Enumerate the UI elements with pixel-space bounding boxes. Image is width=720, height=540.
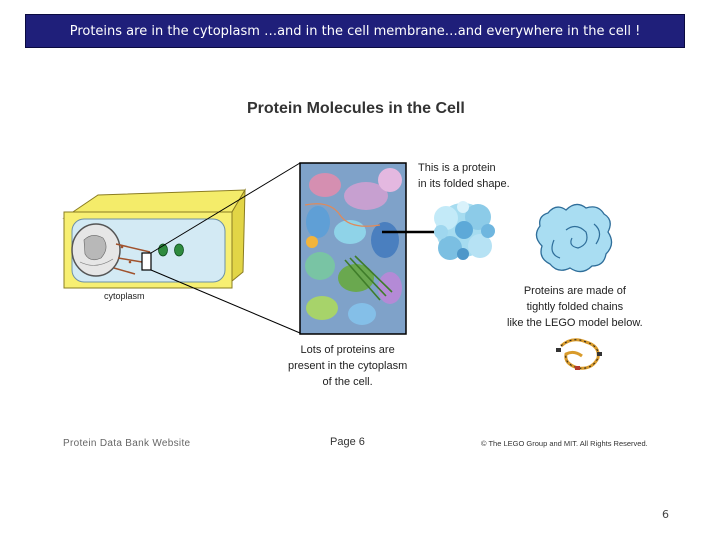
slide-title: Proteins are in the cytoplasm …and in th… bbox=[25, 14, 685, 48]
cytoplasm-zoom-image bbox=[299, 162, 407, 335]
caption-line: tightly folded chains bbox=[526, 301, 624, 313]
folded-protein-caption: This is a protein in its folded shape. bbox=[418, 160, 510, 192]
chains-caption: Proteins are made of tightly folded chai… bbox=[507, 283, 643, 331]
slide-page-number: 6 bbox=[662, 508, 669, 521]
caption-line: in its folded shape. bbox=[418, 178, 510, 190]
cell-drawing bbox=[62, 188, 246, 289]
cytoplasm-label: cytoplasm bbox=[104, 291, 145, 301]
source-credit: Protein Data Bank Website bbox=[63, 438, 191, 449]
cytoplasm-caption: Lots of proteins are present in the cyto… bbox=[288, 342, 407, 390]
caption-line: This is a protein bbox=[418, 162, 496, 174]
caption-line: of the cell. bbox=[322, 376, 373, 388]
caption-line: Lots of proteins are bbox=[300, 344, 395, 356]
lego-model-image bbox=[556, 338, 602, 370]
caption-line: present in the cytoplasm bbox=[288, 360, 408, 372]
chain-cartoon-image bbox=[535, 203, 613, 273]
figure-page-label: Page 6 bbox=[330, 436, 365, 448]
copyright-notice: © The LEGO Group and MIT. All Rights Res… bbox=[481, 439, 648, 448]
folded-protein-image bbox=[434, 201, 495, 260]
caption-line: Proteins are made of bbox=[523, 285, 626, 297]
caption-line: like the LEGO model below. bbox=[507, 317, 643, 329]
figure-title: Protein Molecules in the Cell bbox=[247, 100, 465, 117]
